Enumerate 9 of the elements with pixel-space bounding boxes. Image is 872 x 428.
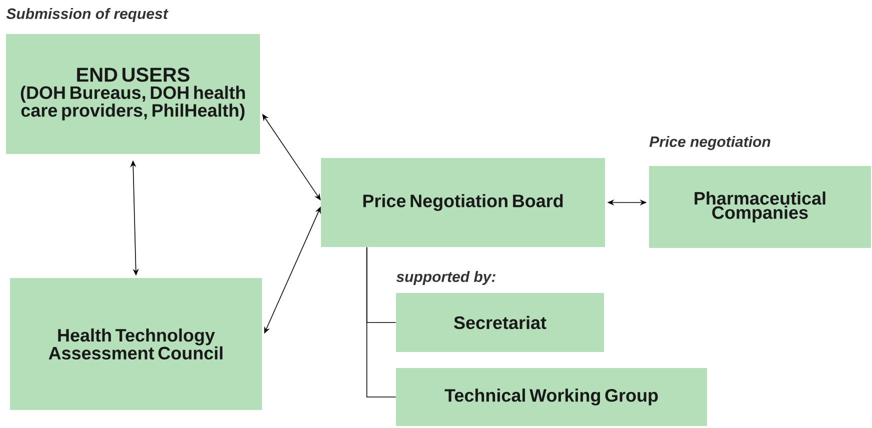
process-box: Technical Working Group [396,368,707,426]
process-box: END USERS (DOH Bureaus, DOH health care providers, PhilHealth) [6,34,260,154]
process-box: Secretariat [396,293,604,352]
process-box: Health Technology Assessment Council [10,278,262,410]
caption-text: Price negotiation [649,136,770,150]
note-text: supported by: [396,271,496,285]
process-box: Pharmaceutical Companies [649,166,872,248]
caption-text: Submission of request [6,8,168,22]
process-box: Price Negotiation Board [321,158,605,247]
